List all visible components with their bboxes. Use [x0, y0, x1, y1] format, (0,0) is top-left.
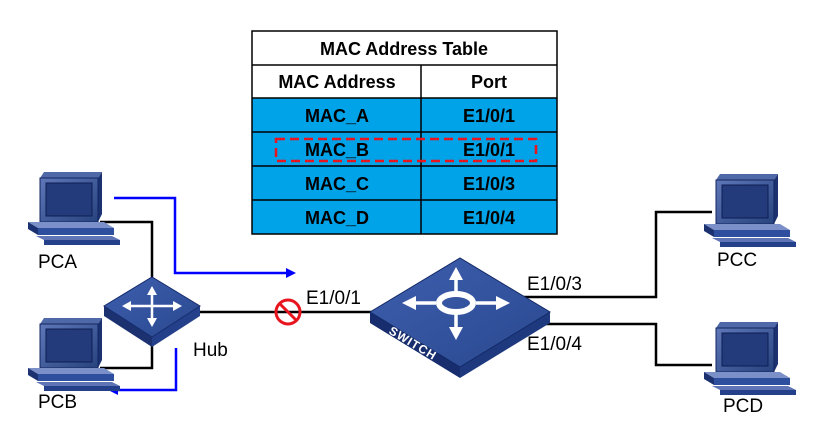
pcb-label: PCB: [38, 392, 77, 413]
table-header-cell: [252, 65, 557, 98]
blocked-icon: [274, 298, 302, 326]
link-pca-hub: [100, 220, 154, 288]
computer-icon[interactable]: [703, 173, 797, 248]
table-header-mac: MAC Address: [278, 72, 395, 92]
pcd-label: PCD: [723, 396, 763, 417]
table-row-bg: [252, 166, 557, 200]
table-cell-mac: MAC_C: [305, 174, 369, 194]
traffic-arrows: [108, 196, 296, 395]
port-label-e101: E1/0/1: [306, 288, 361, 309]
pcc-label: PCC: [717, 250, 757, 271]
link-switch-pcd: [510, 322, 712, 367]
computer-icon[interactable]: [27, 171, 121, 246]
table-cell-port: E1/0/3: [463, 174, 515, 194]
link-switch-pcc: [510, 210, 712, 299]
table-title-cell: [252, 31, 557, 65]
table-cell-port: E1/0/1: [463, 140, 515, 160]
table-header-port: Port: [471, 72, 507, 92]
computer-icon[interactable]: [27, 317, 121, 392]
port-label-e103: E1/0/3: [527, 274, 582, 295]
switch-icon[interactable]: SWITCH: [369, 257, 551, 378]
mac-address-table: MAC Address Table MAC Address Port MAC_A…: [251, 30, 558, 235]
computer-icon[interactable]: [703, 321, 797, 396]
table-row-bg: [252, 98, 557, 132]
arrow-to-switch: [114, 196, 296, 278]
pca-label: PCA: [38, 252, 77, 273]
hub-icon[interactable]: [103, 276, 201, 347]
table-cell-mac: MAC_A: [305, 106, 369, 126]
table-cell-port: E1/0/1: [463, 106, 515, 126]
hub-label: Hub: [193, 340, 228, 361]
port-label-e104: E1/0/4: [527, 334, 582, 355]
arrow-to-pcb: [108, 348, 178, 395]
table-cell-port: E1/0/4: [463, 208, 515, 228]
table-cell-mac: MAC_D: [305, 208, 369, 228]
highlighted-row-outline: [274, 137, 538, 163]
table-cell-mac: MAC_B: [305, 140, 369, 160]
table-title: MAC Address Table: [320, 39, 488, 59]
table-row-bg: [252, 200, 557, 234]
